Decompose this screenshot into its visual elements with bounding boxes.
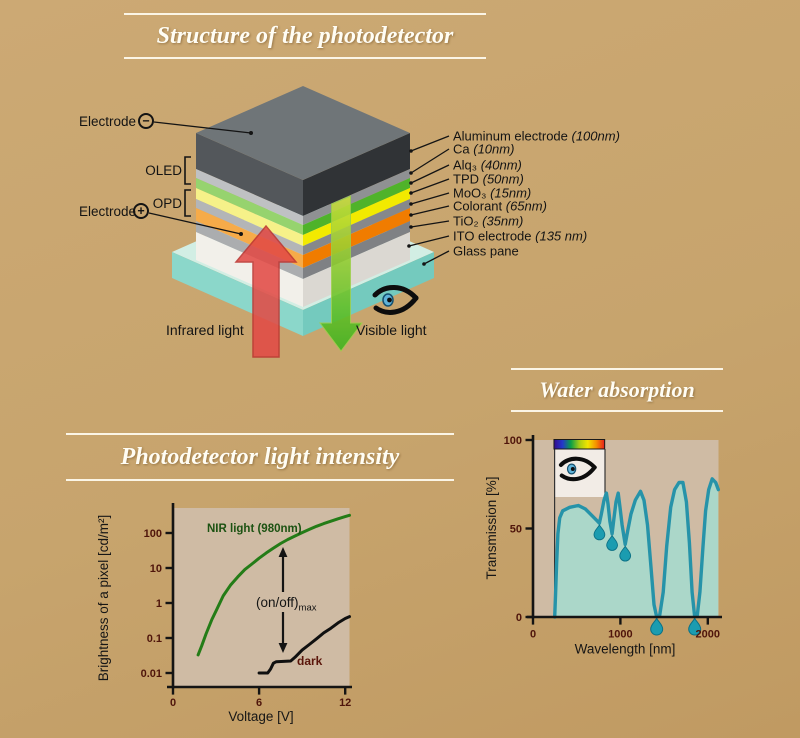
series-dark — [257, 615, 351, 675]
layer-label-3: TPD (50nm) — [453, 172, 524, 187]
layer-label-5: Colorant (65nm) — [453, 199, 547, 214]
layer-0 — [196, 86, 410, 216]
infrared-light-label: Infrared light — [166, 322, 244, 338]
y-tick-label: 10 — [150, 563, 162, 575]
section-title-intensity: Photodetector light intensity — [66, 433, 454, 481]
layer-label-2: Alq₃ (40nm) — [453, 158, 522, 173]
water-droplet-icon — [606, 534, 618, 551]
layer-label-4: MoO₃ (15nm) — [453, 186, 531, 201]
x-tick-label: 2000 — [696, 629, 720, 641]
intensity-chart: 0.01 0.1 1 10 100 0 6 12 NIR light (980nm) dark (o… — [96, 503, 352, 724]
y-tick-label: 0.1 — [147, 633, 162, 645]
opd-group-label: OPD — [152, 196, 182, 211]
layer-label-6: TiO₂ (35nm) — [453, 214, 523, 229]
layer-label-7: ITO electrode (135 nm) — [453, 229, 587, 244]
water-droplet-icon — [619, 545, 632, 562]
plus-circle-icon: + — [133, 203, 149, 219]
layer-2 — [196, 178, 410, 235]
on-off-max-annotation: (on/off)max — [256, 595, 317, 614]
intensity-x-axis-label: Voltage [V] — [228, 709, 293, 724]
x-tick-label: 6 — [256, 697, 262, 709]
x-tick-label: 1000 — [608, 629, 632, 641]
y-tick-label: 50 — [510, 524, 522, 536]
nir-series-label: NIR light (980nm) — [207, 523, 302, 535]
leader-lines: Aluminum electrode (100nm)Ca (10nm)Alq₃ … — [148, 121, 620, 266]
water-x-axis-label: Wavelength [nm] — [575, 642, 676, 657]
visible-spectrum-bar — [553, 439, 606, 450]
electrode-positive-label: Electrode — [78, 204, 136, 219]
y-tick-label: 100 — [504, 435, 522, 447]
section-title-structure: Structure of the photodetector — [124, 13, 486, 59]
visible-light-label: Visible light — [356, 322, 427, 338]
y-tick-label: 0.01 — [141, 668, 162, 680]
y-tick-label: 0 — [516, 612, 522, 624]
light-arrows — [234, 195, 363, 358]
layer-label-1: Ca (10nm) — [453, 142, 514, 157]
infrared-light-arrow — [234, 224, 298, 358]
water-droplet-icon — [593, 524, 606, 541]
y-tick-label: 1 — [156, 598, 162, 610]
transmission-curve — [553, 477, 720, 619]
down-arrow-icon — [278, 643, 288, 653]
oled-bracket — [184, 156, 191, 185]
y-tick-label: 100 — [144, 528, 162, 540]
layer-label-8: Glass pane — [453, 244, 519, 259]
water-droplet-icon — [650, 617, 664, 636]
visible-light-arrow — [319, 195, 363, 352]
series-nir — [196, 513, 351, 657]
layer-label-0: Aluminum electrode (100nm) — [453, 129, 620, 144]
layer-3 — [196, 188, 410, 246]
electrode-negative-label: Electrode — [78, 114, 136, 129]
oled-group-label: OLED — [145, 163, 182, 178]
eye-icon-water — [558, 456, 597, 482]
x-tick-label: 0 — [530, 629, 536, 641]
up-arrow-icon — [278, 547, 288, 557]
water-y-axis-label: Transmission [%] — [484, 476, 499, 579]
x-tick-label: 0 — [170, 697, 176, 709]
x-tick-label: 12 — [339, 697, 351, 709]
layer-1 — [196, 169, 410, 225]
layer-stack — [196, 86, 410, 307]
opd-bracket — [184, 189, 191, 217]
minus-circle-icon: − — [138, 113, 154, 129]
transmission-area — [554, 478, 719, 617]
intensity-y-axis-label: Brightness of a pixel [cd/m²] — [96, 515, 111, 682]
section-title-water: Water absorption — [511, 368, 723, 412]
water-droplet-icon — [688, 617, 702, 636]
eye-icon — [372, 285, 419, 315]
dark-series-label: dark — [297, 654, 323, 668]
